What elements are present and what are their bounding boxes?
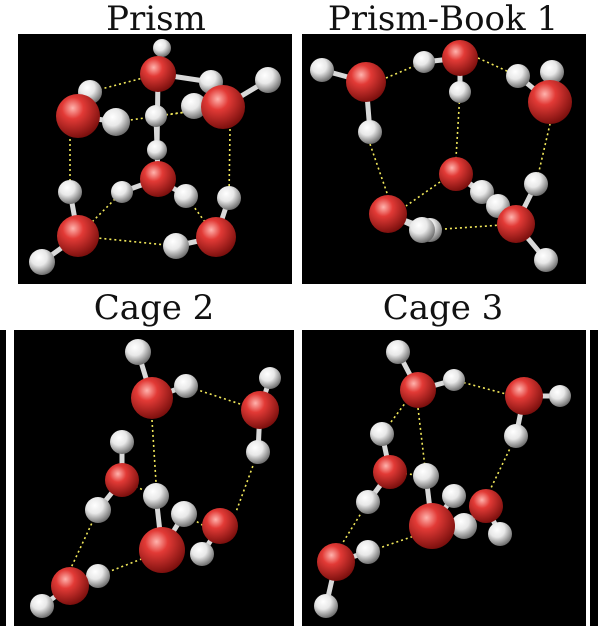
hydrogen-atom — [449, 81, 471, 103]
hydrogen-atom — [534, 248, 558, 272]
hydrogen-atom — [386, 340, 410, 364]
oxygen-atom — [442, 40, 478, 76]
oxygen-atom — [140, 161, 176, 197]
hydrogen-atom — [147, 140, 167, 160]
oxygen-atom — [140, 56, 176, 92]
panel-prism — [18, 34, 292, 284]
panel-cage-2 — [14, 330, 294, 626]
hydrogen-atom — [356, 540, 380, 564]
oxygen-atom — [409, 503, 455, 549]
edge-panel-left — [0, 330, 6, 626]
hydrogen-atom — [174, 184, 198, 208]
hydrogen-bond — [367, 535, 415, 553]
panel-title-cage-3: Cage 3 — [382, 288, 504, 328]
oxygen-atom — [202, 508, 238, 544]
oxygen-atom — [439, 157, 473, 191]
hydrogen-atom — [504, 424, 528, 448]
panel-prism-book-1 — [302, 34, 586, 284]
oxygen-atom — [56, 94, 100, 138]
hydrogen-atom — [110, 430, 134, 454]
hydrogen-atom — [174, 374, 198, 398]
oxygen-atom — [317, 543, 355, 581]
hydrogen-bond — [228, 128, 231, 199]
hydrogen-atom — [413, 463, 439, 489]
hydrogen-atom — [356, 490, 380, 514]
hydrogen-atom — [58, 180, 82, 204]
oxygen-atom — [497, 205, 535, 243]
oxygen-atom — [528, 80, 572, 124]
hydrogen-bond — [77, 235, 177, 247]
hydrogen-atom — [470, 180, 494, 204]
hydrogen-atom — [540, 60, 564, 84]
hydrogen-bond — [385, 61, 425, 79]
panel-title-prism: Prism — [106, 0, 206, 39]
hydrogen-atom — [246, 440, 270, 464]
hydrogen-atom — [163, 233, 189, 259]
hydrogen-bond — [185, 195, 217, 238]
hydrogen-atom — [111, 181, 133, 203]
hydrogen-atom — [370, 422, 394, 446]
oxygen-atom — [241, 391, 279, 429]
edge-panel-right — [590, 330, 598, 626]
hydrogen-atom — [314, 594, 338, 618]
hydrogen-atom — [443, 369, 465, 391]
oxygen-atom — [201, 85, 245, 129]
oxygen-atom — [346, 62, 386, 102]
panel-cage-3 — [302, 330, 586, 626]
hydrogen-bond — [97, 557, 145, 577]
hydrogen-atom — [259, 367, 281, 389]
hydrogen-atom — [190, 542, 214, 566]
hydrogen-atom — [30, 594, 54, 618]
oxygen-atom — [505, 377, 543, 415]
hydrogen-atom — [29, 249, 55, 275]
hydrogen-atom — [143, 483, 169, 509]
hydrogen-bond — [417, 407, 427, 477]
prism-molecule — [29, 39, 281, 275]
hydrogen-bond — [405, 181, 441, 207]
hydrogen-atom — [506, 64, 530, 88]
hydrogen-atom — [102, 108, 130, 136]
hydrogen-atom — [217, 186, 241, 210]
hydrogen-atom — [358, 120, 382, 144]
oxygen-atom — [196, 217, 236, 257]
hydrogen-atom — [413, 51, 435, 73]
hydrogen-atom — [181, 93, 207, 119]
oxygen-atom — [400, 372, 436, 408]
hydrogen-bond — [369, 143, 389, 197]
oxygen-atom — [105, 463, 139, 497]
oxygen-atom — [469, 489, 503, 523]
hydrogen-atom — [310, 58, 334, 82]
hydrogen-atom — [153, 39, 171, 57]
hydrogen-atom — [524, 172, 548, 196]
hydrogen-bond — [151, 419, 157, 483]
hydrogen-atom — [255, 67, 281, 93]
hydrogen-atom — [125, 339, 151, 365]
hydrogen-atom — [549, 385, 571, 407]
panel-title-cage-2: Cage 2 — [93, 288, 215, 328]
hydrogen-atom — [171, 501, 197, 527]
oxygen-atom — [373, 455, 407, 489]
prism-book-1-molecule — [310, 40, 572, 272]
hydrogen-atom — [442, 484, 466, 508]
panel-title-prism-book-1: Prism-Book 1 — [327, 0, 559, 39]
cage-2-molecule — [30, 339, 281, 618]
hydrogen-atom — [451, 513, 477, 539]
oxygen-atom — [369, 195, 407, 233]
hydrogen-bond — [455, 91, 461, 159]
hydrogen-bond — [341, 501, 369, 545]
hydrogen-atom — [145, 105, 167, 127]
oxygen-atom — [51, 567, 89, 605]
oxygen-atom — [57, 215, 99, 257]
hydrogen-atom — [488, 522, 512, 546]
hydrogen-atom — [85, 497, 111, 523]
oxygen-atom — [131, 377, 173, 419]
hydrogen-atom — [86, 564, 110, 588]
cage-3-molecule — [314, 340, 571, 618]
hydrogen-atom — [409, 217, 435, 243]
hydrogen-bond — [453, 379, 507, 395]
oxygen-atom — [139, 527, 185, 573]
